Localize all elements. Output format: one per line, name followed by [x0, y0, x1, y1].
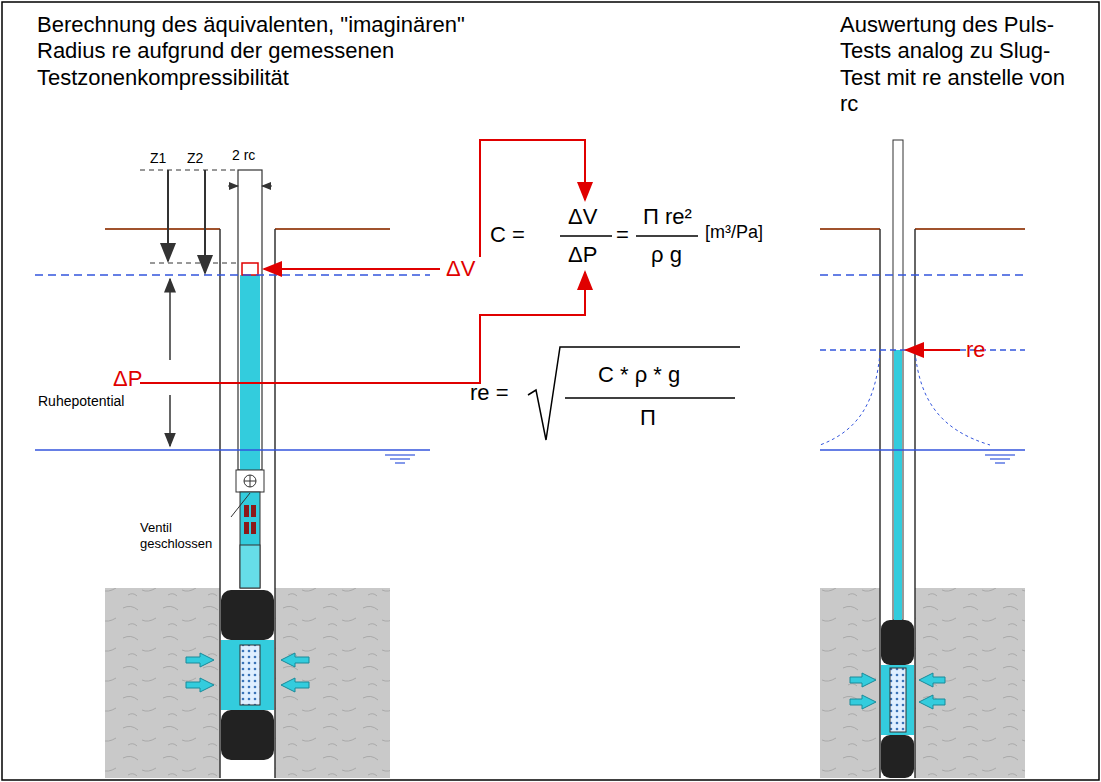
- heading: Berechnung des äquivalenten, "imaginären…: [37, 12, 507, 91]
- formula-part: ΔP: [568, 242, 597, 268]
- heading: Auswertung des Puls-Tests analog zu Slug…: [840, 12, 1070, 118]
- formula-part: C * ρ * g: [598, 362, 680, 388]
- level-label: Ruhepotential: [38, 393, 124, 410]
- depth-label: Z1: [150, 150, 166, 167]
- formula-part: =: [616, 222, 629, 248]
- formula-part: Π re²: [643, 204, 692, 230]
- depth-label: Z2: [187, 150, 203, 167]
- callout-label: re: [966, 337, 986, 363]
- callout-label: ΔP: [113, 366, 142, 392]
- formula-unit: [m³/Pa]: [705, 222, 763, 244]
- diameter-label: 2 rc: [232, 147, 255, 164]
- formula-part: C =: [490, 222, 525, 248]
- formula-part: ρ g: [651, 242, 682, 268]
- callout-label: ΔV: [446, 256, 475, 282]
- formula-part: ΔV: [568, 204, 597, 230]
- formula-part: re =: [470, 380, 509, 406]
- formula-part: Π: [640, 405, 656, 431]
- valve-label: Ventil geschlossen: [140, 520, 230, 551]
